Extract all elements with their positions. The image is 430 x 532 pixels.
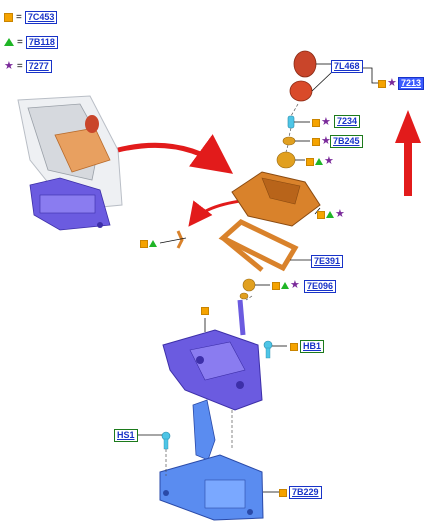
legend-row-7277: ★ = 7277 <box>4 59 52 73</box>
triangle-mark-icon <box>149 240 157 247</box>
legend-equals: = <box>17 36 23 48</box>
square-mark-icon <box>312 118 320 127</box>
mark-group-7b229 <box>279 487 287 498</box>
legend-equals: = <box>16 60 23 72</box>
pin-7234-icon <box>287 115 295 129</box>
square-symbol-icon <box>4 12 13 22</box>
legend-row-7c453: = 7C453 <box>4 10 58 24</box>
bracket-7b229-illustration <box>159 399 264 521</box>
link-icon <box>176 230 184 249</box>
legend-code-7b118[interactable]: 7B118 <box>25 35 58 49</box>
mark-group-link <box>140 238 157 249</box>
star-mark-icon: ★ <box>321 116 331 128</box>
mark-group-boot: ★ <box>317 209 345 220</box>
collar-icon <box>276 151 296 169</box>
triangle-symbol-icon <box>4 38 14 46</box>
triangle-mark-icon <box>281 282 289 289</box>
leader-lines <box>138 63 380 493</box>
legend-code-7277[interactable]: 7277 <box>25 59 52 73</box>
up-arrow-icon <box>395 110 421 196</box>
label-7e391[interactable]: 7E391 <box>311 255 344 268</box>
triangle-mark-icon <box>326 211 334 218</box>
square-mark-icon <box>290 342 298 351</box>
star-mark-icon: ★ <box>321 135 331 147</box>
star-mark-icon: ★ <box>335 208 345 220</box>
shifter-mechanism-illustration <box>162 299 263 411</box>
legend-equals: = <box>16 11 22 23</box>
alignment-lines <box>165 103 299 476</box>
gear-knob-illustration <box>289 50 317 102</box>
triangle-mark-icon <box>315 158 323 165</box>
label-7e096[interactable]: 7E096 <box>304 280 337 293</box>
label-7213[interactable]: 7213 <box>398 77 425 90</box>
star-mark-icon: ★ <box>387 77 397 89</box>
bushing-icon <box>242 278 256 292</box>
legend-code-7c453[interactable]: 7C453 <box>24 10 58 24</box>
knob-mini-icon <box>85 115 99 133</box>
square-mark-icon <box>201 306 209 315</box>
label-7b229[interactable]: 7B229 <box>289 486 322 499</box>
bezel-frame-illustration <box>218 219 299 272</box>
legend-row-7b118: = 7B118 <box>4 35 58 49</box>
square-mark-icon <box>272 281 280 290</box>
label-hb1[interactable]: HB1 <box>300 340 325 353</box>
mark-group-hb1 <box>290 341 298 352</box>
square-mark-icon <box>140 239 148 248</box>
console-inset-illustration <box>17 95 123 231</box>
label-7l468[interactable]: 7L468 <box>331 60 363 73</box>
label-7b245[interactable]: 7B245 <box>330 135 363 148</box>
mark-group-7b245: ★ <box>312 136 331 147</box>
square-mark-icon <box>317 210 325 219</box>
mark-group-7213: ★ <box>378 78 397 89</box>
star-symbol-icon: ★ <box>4 59 14 72</box>
curved-arrow-icon <box>117 134 234 174</box>
mark-group-7e096: ★ <box>272 280 300 291</box>
gear-boot-illustration <box>231 171 321 227</box>
star-mark-icon: ★ <box>324 155 334 167</box>
square-mark-icon <box>279 488 287 497</box>
star-mark-icon: ★ <box>290 279 300 291</box>
mark-group-7234: ★ <box>312 117 331 128</box>
square-mark-icon <box>312 137 320 146</box>
bolt-hs1-icon <box>161 431 171 450</box>
square-mark-icon <box>306 157 314 166</box>
square-mark-icon <box>378 79 386 88</box>
mark-group-shifter <box>201 305 209 316</box>
label-7234[interactable]: 7234 <box>334 115 361 128</box>
mark-group-collar: ★ <box>306 156 334 167</box>
label-hs1[interactable]: HS1 <box>114 429 138 442</box>
bolt-hb1-icon <box>263 340 273 359</box>
